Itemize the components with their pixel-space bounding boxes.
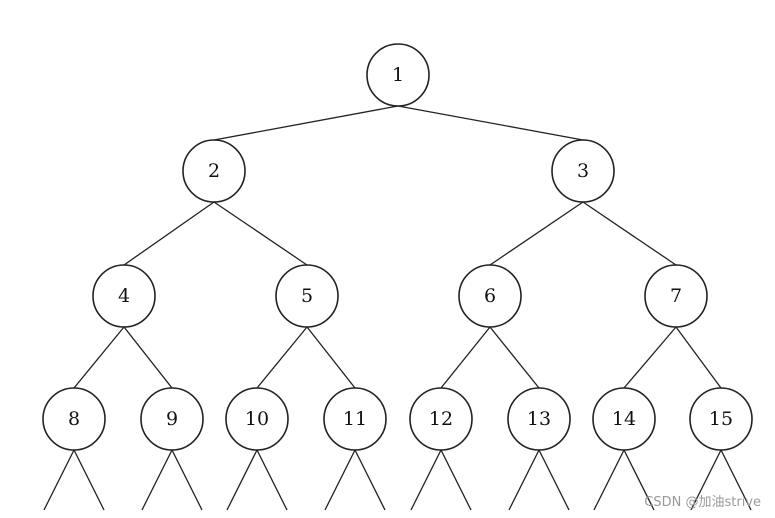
node-circle: [458, 264, 522, 328]
open-branch-right-13: [538, 449, 570, 511]
tree-edge-1-2: [213, 105, 399, 141]
node-label: 7: [670, 285, 682, 307]
open-branch-left-15: [690, 449, 722, 511]
tree-edges: [43, 105, 752, 511]
node-circle: [92, 264, 156, 328]
tree-node-8: 8: [42, 387, 106, 451]
node-label: 3: [577, 160, 589, 182]
tree-node-14: 14: [592, 387, 656, 451]
tree-node-15: 15: [689, 387, 753, 451]
tree-node-2: 2: [182, 139, 246, 203]
tree-node-1: 1: [366, 43, 430, 107]
tree-edge-6-12: [440, 326, 491, 389]
node-label: 9: [166, 408, 178, 430]
node-label: 13: [527, 408, 551, 430]
tree-edge-1-3: [397, 105, 584, 141]
open-branch-right-9: [171, 449, 203, 511]
node-label: 8: [68, 408, 80, 430]
node-label: 2: [208, 160, 220, 182]
node-circle: [140, 387, 204, 451]
node-label: 5: [301, 285, 313, 307]
open-branch-right-12: [440, 449, 472, 511]
node-circle: [323, 387, 387, 451]
node-circle: [592, 387, 656, 451]
node-circle: [409, 387, 473, 451]
open-branch-left-10: [226, 449, 258, 511]
tree-node-10: 10: [225, 387, 289, 451]
open-branch-left-9: [141, 449, 173, 511]
tree-node-13: 13: [507, 387, 571, 451]
node-circle: [689, 387, 753, 451]
open-branch-right-14: [623, 449, 655, 511]
node-circle: [644, 264, 708, 328]
node-circle: [366, 43, 430, 107]
node-label: 12: [429, 408, 453, 430]
tree-node-9: 9: [140, 387, 204, 451]
tree-edge-6-13: [489, 326, 540, 389]
tree-edge-5-11: [306, 326, 356, 389]
node-label: 4: [118, 285, 130, 307]
open-branch-right-11: [354, 449, 386, 511]
node-circle: [551, 139, 615, 203]
tree-edge-3-6: [489, 201, 584, 266]
node-label: 11: [343, 408, 367, 430]
node-label: 14: [612, 408, 636, 430]
tree-node-6: 6: [458, 264, 522, 328]
node-circle: [182, 139, 246, 203]
tree-node-12: 12: [409, 387, 473, 451]
node-label: 10: [245, 408, 269, 430]
open-branch-left-14: [593, 449, 625, 511]
tree-edge-4-9: [123, 326, 173, 389]
node-circle: [225, 387, 289, 451]
tree-edge-2-5: [213, 201, 308, 266]
node-label: 15: [709, 408, 733, 430]
node-label: 6: [484, 285, 496, 307]
tree-edge-4-8: [73, 326, 125, 389]
open-branch-left-13: [508, 449, 540, 511]
tree-node-4: 4: [92, 264, 156, 328]
node-label: 1: [392, 64, 404, 86]
tree-edge-5-10: [256, 326, 308, 389]
open-branch-right-15: [720, 449, 752, 511]
watermark: CSDN @加油strive: [644, 495, 761, 510]
tree-edge-3-7: [582, 201, 677, 266]
tree-node-7: 7: [644, 264, 708, 328]
open-branch-left-12: [410, 449, 442, 511]
open-branch-left-8: [43, 449, 75, 511]
tree-edge-7-15: [675, 326, 722, 389]
tree-edge-7-14: [623, 326, 677, 389]
node-circle: [275, 264, 339, 328]
tree-node-3: 3: [551, 139, 615, 203]
tree-node-11: 11: [323, 387, 387, 451]
tree-node-5: 5: [275, 264, 339, 328]
tree-edge-2-4: [123, 201, 215, 266]
node-circle: [42, 387, 106, 451]
open-branch-right-8: [73, 449, 105, 511]
node-circle: [507, 387, 571, 451]
open-branch-left-11: [324, 449, 356, 511]
open-branch-right-10: [256, 449, 288, 511]
